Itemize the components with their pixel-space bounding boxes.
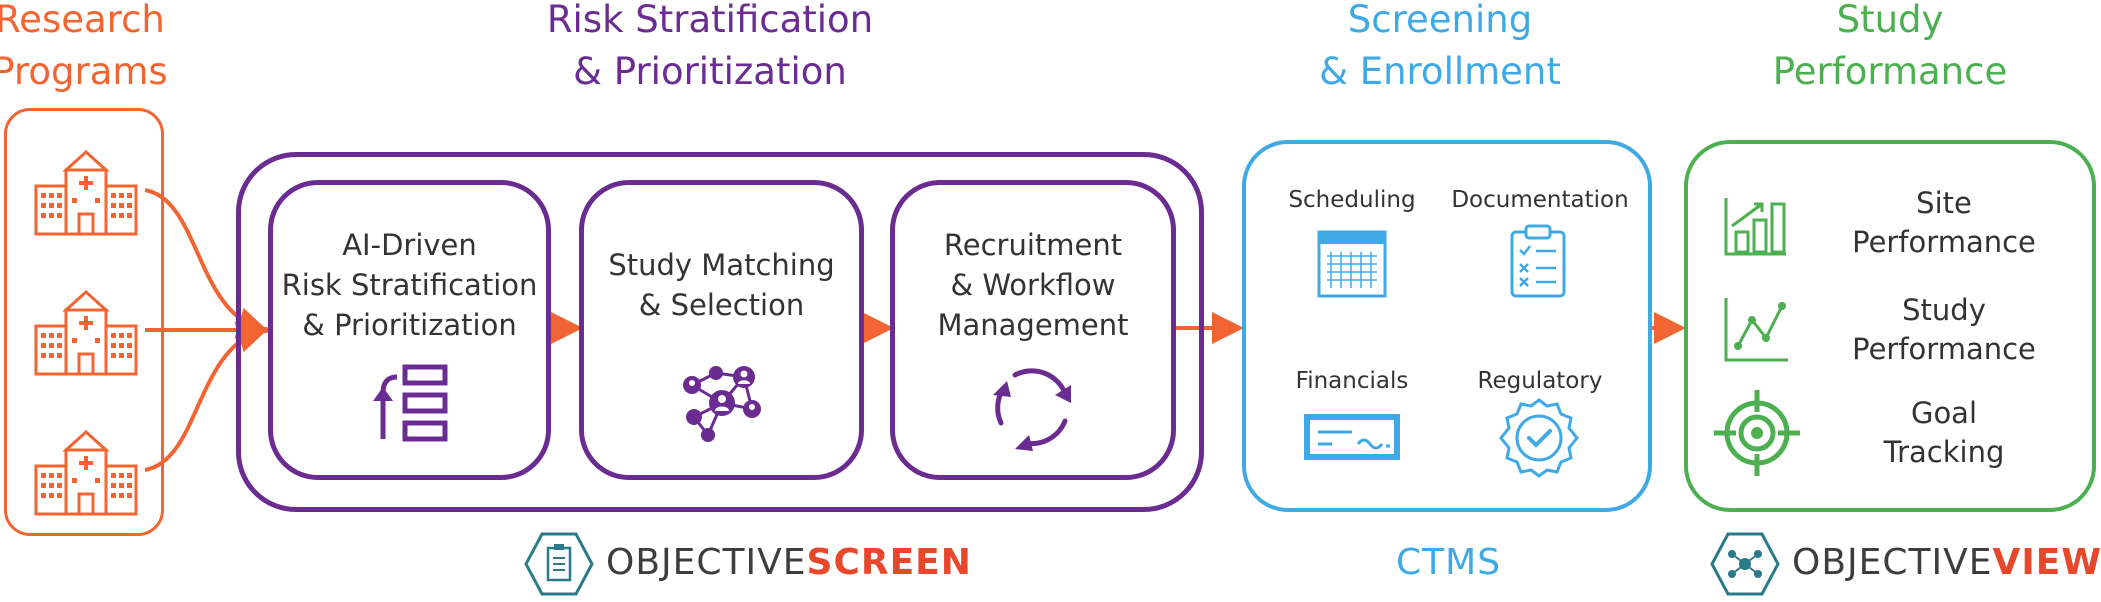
stage-label: AI-Driven Risk Stratification & Prioriti…	[281, 228, 538, 342]
objective-screen-brand: OBJECTIVESCREEN	[606, 542, 972, 583]
objective-view-logo-icon	[1710, 532, 1780, 596]
check-icon	[1302, 412, 1402, 462]
ctms-label-regulatory: Regulatory	[1477, 368, 1603, 394]
stage-ai-risk-stratification: AI-Driven Risk Stratification & Prioriti…	[268, 180, 551, 480]
clipboard-icon	[1508, 224, 1568, 300]
brand-prefix: OBJECTIVE	[1792, 542, 1993, 583]
stage-recruitment-workflow: Recruitment & Workflow Management	[890, 180, 1176, 480]
objective-screen-logo-icon	[524, 532, 594, 596]
header-study-performance: Study Performance	[1772, 0, 2008, 93]
priority-list-icon	[365, 363, 455, 443]
network-people-icon	[672, 355, 772, 445]
hospital-icon	[32, 428, 140, 518]
objective-view-brand: OBJECTIVEVIEW	[1792, 542, 2101, 583]
ctms-label-scheduling: Scheduling	[1288, 187, 1416, 213]
brand-suffix: SCREEN	[806, 542, 972, 583]
line-chart-icon	[1724, 296, 1790, 364]
risk-stratification-box	[236, 152, 1204, 512]
cycle-icon	[985, 359, 1081, 455]
perf-label-site-performance: Site Performance	[1852, 186, 2036, 259]
brand-prefix: OBJECTIVE	[606, 542, 807, 583]
ctms-label-documentation: Documentation	[1451, 187, 1629, 213]
study-performance-box	[1684, 140, 2096, 512]
calendar-icon	[1317, 230, 1387, 298]
stage-study-matching: Study Matching & Selection	[579, 180, 864, 480]
stage-label: Study Matching & Selection	[608, 248, 835, 322]
hospital-icon	[32, 148, 140, 238]
header-risk-stratification: Risk Stratification & Prioritization	[546, 0, 874, 93]
bar-chart-icon	[1724, 196, 1788, 258]
header-screening-enrollment: Screening & Enrollment	[1319, 0, 1561, 93]
ctms-caption: CTMS	[1396, 542, 1502, 583]
perf-label-goal-tracking: Goal Tracking	[1883, 396, 2005, 469]
perf-label-study-performance: Study Performance	[1852, 293, 2036, 366]
hospital-icon	[32, 288, 140, 378]
badge-icon	[1497, 396, 1581, 480]
header-research-programs: Research Programs	[0, 0, 168, 93]
stage-label: Recruitment & Workflow Management	[937, 228, 1129, 342]
target-icon	[1712, 388, 1802, 478]
ctms-box	[1242, 140, 1652, 512]
ctms-label-financials: Financials	[1295, 368, 1409, 394]
research-programs-box	[4, 108, 164, 536]
brand-suffix: VIEW	[1992, 542, 2101, 583]
